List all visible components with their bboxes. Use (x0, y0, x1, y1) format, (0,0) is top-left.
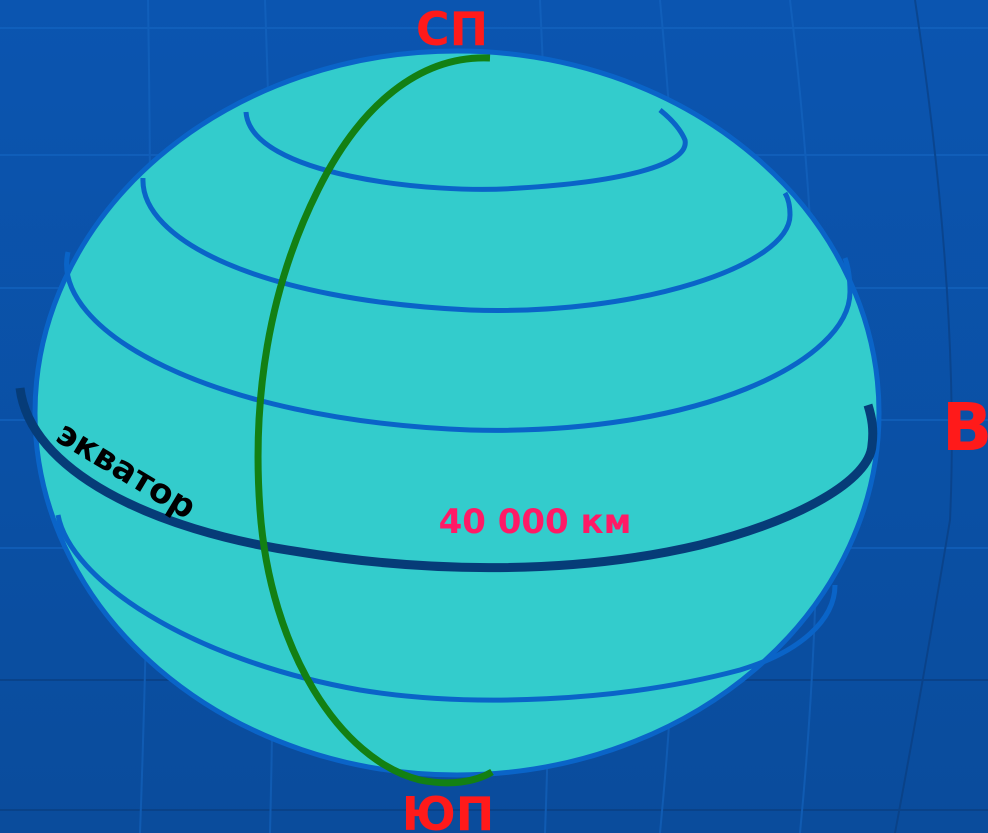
equator-length-label: 40 000 км (439, 502, 632, 542)
equator-line (15, 387, 878, 573)
parallel-1 (243, 108, 688, 192)
south-pole-label: ЮП (402, 787, 495, 833)
parallel-2 (140, 177, 793, 313)
east-label: В (942, 389, 988, 466)
parallel-4 (55, 514, 838, 703)
parallels (55, 108, 853, 703)
globe (32, 48, 882, 778)
north-pole-label: СП (416, 2, 488, 56)
meridian-line (254, 54, 494, 787)
parallel-3 (64, 251, 853, 433)
